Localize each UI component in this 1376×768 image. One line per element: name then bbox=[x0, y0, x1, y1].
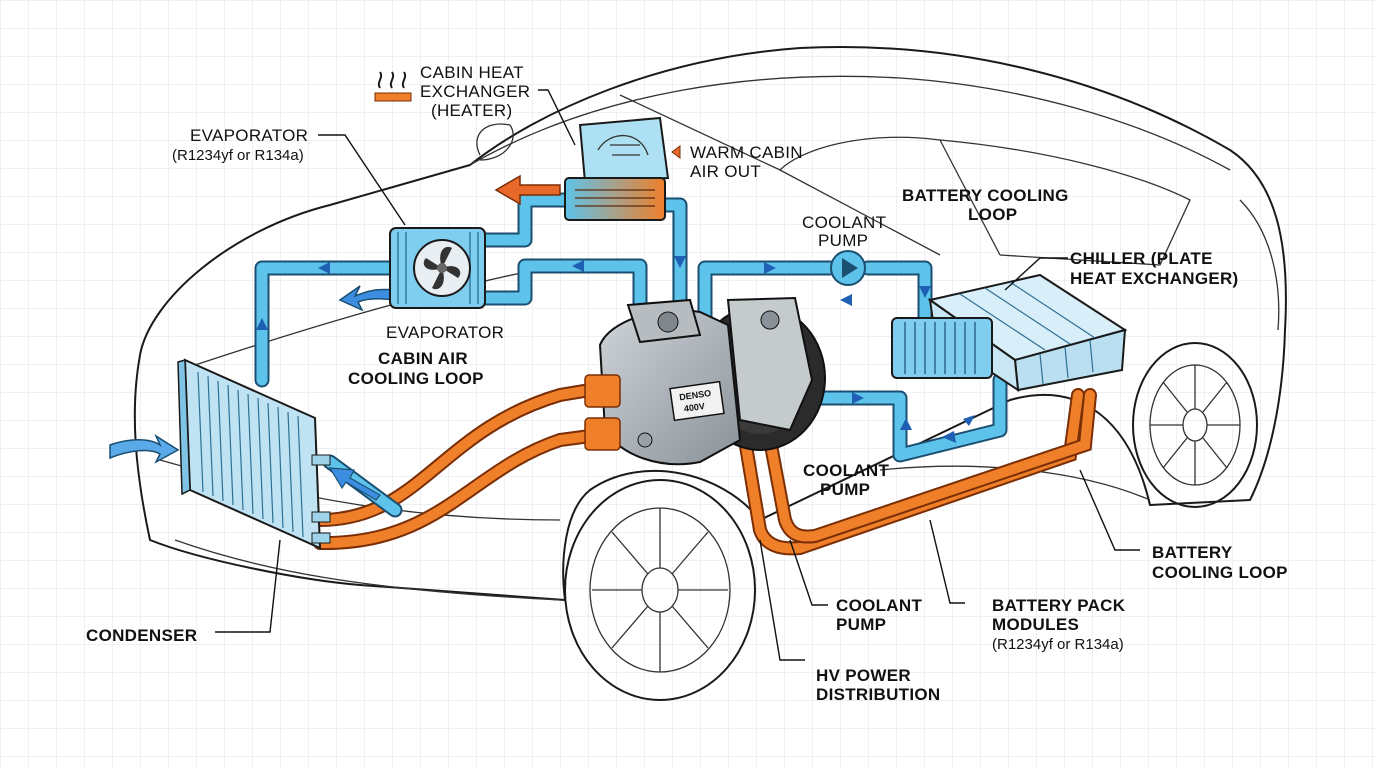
label-chiller-2: HEAT EXCHANGER) bbox=[1070, 269, 1239, 288]
label-battery-cooling-loop-right-1: BATTERY bbox=[1152, 543, 1233, 562]
label-evaporator-mid: EVAPORATOR bbox=[386, 323, 504, 342]
flow-arrow-icon bbox=[963, 415, 975, 426]
label-cabin-air-cooling-loop-2: COOLING LOOP bbox=[348, 369, 484, 388]
compressor-unit: DENSO 400V bbox=[584, 296, 826, 466]
flow-arrow-icon bbox=[942, 431, 956, 443]
label-coolant-pump-mid-2: PUMP bbox=[820, 480, 870, 499]
label-battery-pack-modules-1: BATTERY PACK bbox=[992, 596, 1126, 615]
flow-arrow-icon bbox=[318, 262, 330, 274]
label-hv-power-distribution-1: HV POWER bbox=[816, 666, 911, 685]
flow-arrow-icon bbox=[919, 286, 931, 298]
heat-waves-icon bbox=[374, 71, 412, 102]
hv-cables bbox=[313, 378, 1097, 556]
evaporator-unit bbox=[389, 227, 486, 309]
label-battery-cooling-loop-top-2: LOOP bbox=[968, 205, 1017, 224]
label-coolant-pump-top-2: PUMP bbox=[818, 231, 868, 250]
flow-arrow-icon bbox=[840, 294, 852, 306]
label-battery-pack-modules-sub: (R1234yf or R134a) bbox=[992, 636, 1124, 653]
label-battery-cooling-loop-top-1: BATTERY COOLING bbox=[902, 186, 1069, 205]
label-evaporator-top-sub: (R1234yf or R134a) bbox=[172, 147, 304, 164]
fan-icon bbox=[413, 239, 471, 297]
flow-arrow-icon bbox=[572, 260, 584, 272]
label-coolant-pump-top-1: COOLANT bbox=[802, 213, 886, 232]
label-warm-cabin-air-1: WARM CABIN bbox=[690, 143, 803, 162]
flow-arrow-icon bbox=[764, 262, 776, 274]
rear-wheel bbox=[1132, 342, 1258, 508]
label-cabin-air-cooling-loop-1: CABIN AIR bbox=[378, 349, 468, 368]
warm-air-arrow bbox=[494, 174, 561, 206]
flow-arrow-icon bbox=[900, 418, 912, 430]
label-evaporator-top: EVAPORATOR bbox=[190, 126, 308, 145]
label-chiller-1: CHILLER (PLATE bbox=[1070, 249, 1213, 268]
flow-arrow-icon bbox=[852, 392, 864, 404]
label-cabin-heat-exchanger-2: EXCHANGER bbox=[420, 82, 530, 101]
label-cabin-heat-exchanger-3: (HEATER) bbox=[431, 101, 512, 120]
flow-arrow-icon bbox=[256, 318, 268, 330]
label-cabin-heat-exchanger-1: CABIN HEAT bbox=[420, 63, 524, 82]
flow-arrow-icon bbox=[674, 256, 686, 268]
label-coolant-pump-mid-1: COOLANT bbox=[803, 461, 889, 480]
label-battery-pack-modules-2: MODULES bbox=[992, 615, 1079, 634]
cold-air-arrow bbox=[338, 285, 396, 312]
label-battery-cooling-loop-right-2: COOLING LOOP bbox=[1152, 563, 1288, 582]
front-wheel bbox=[564, 479, 756, 701]
leader-lines bbox=[215, 89, 1140, 661]
label-coolant-pump-bottom-2: PUMP bbox=[836, 615, 886, 634]
label-hv-power-distribution-2: DISTRIBUTION bbox=[816, 685, 940, 704]
label-condenser: CONDENSER bbox=[86, 626, 197, 645]
intake-air-arrow bbox=[109, 434, 180, 464]
cabin-heater-unit bbox=[564, 116, 670, 221]
refrigerant-arrow bbox=[328, 467, 381, 501]
battery-pack-unit bbox=[891, 273, 1128, 392]
compressor-badge-brand: DENSO bbox=[679, 388, 712, 402]
compressor-badge-voltage: 400V bbox=[683, 401, 705, 414]
flow-arrows bbox=[109, 174, 975, 501]
label-coolant-pump-bottom-1: COOLANT bbox=[836, 596, 922, 615]
condenser-unit bbox=[177, 358, 331, 550]
labels: CABIN HEAT EXCHANGER (HEATER) EVAPORATOR… bbox=[86, 63, 1288, 704]
pump-icon bbox=[830, 250, 866, 286]
label-warm-cabin-air-2: AIR OUT bbox=[690, 162, 761, 181]
